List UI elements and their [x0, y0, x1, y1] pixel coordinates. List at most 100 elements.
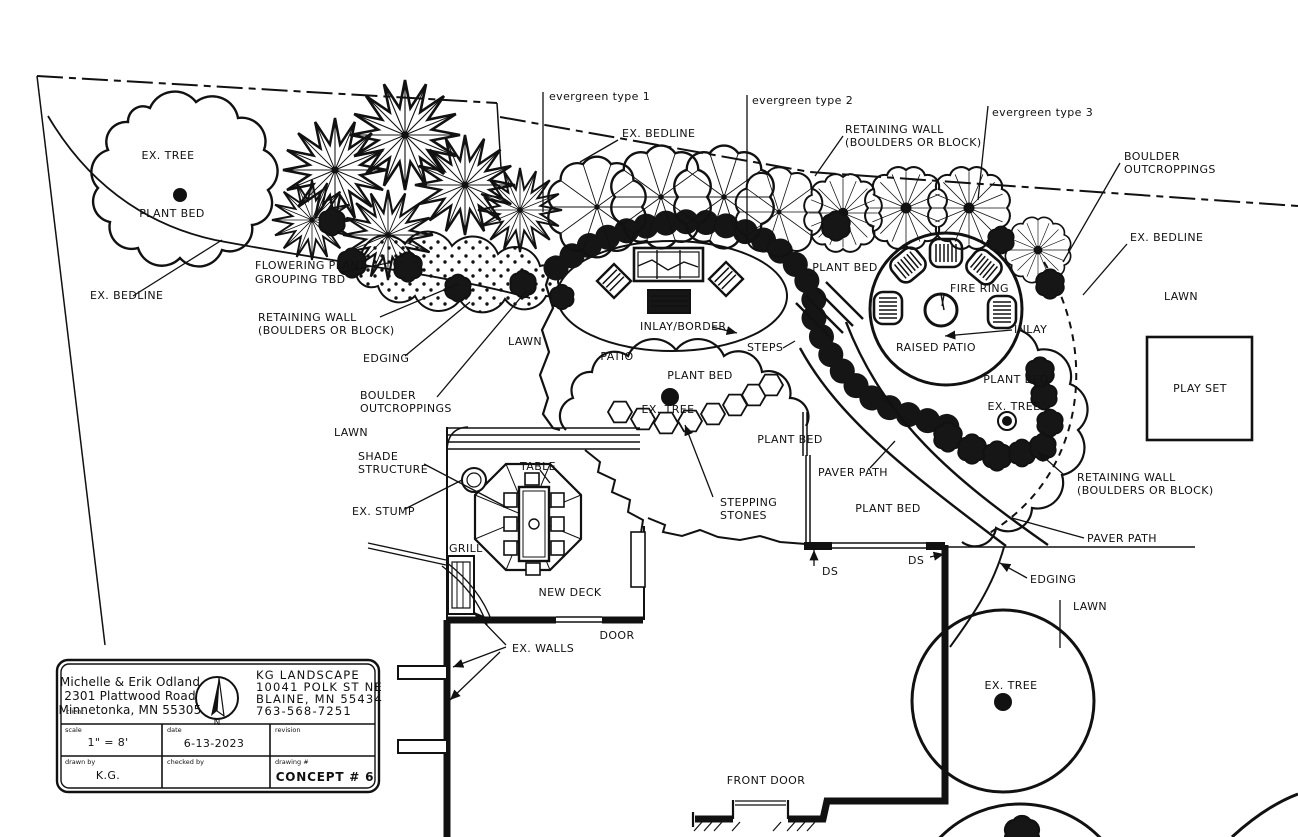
client-name: Michelle & Erik Odland — [60, 675, 200, 689]
label-retaining-wall-left-1: RETAINING WALL — [258, 311, 357, 324]
label-flowering-1: FLOWERING PLANT — [255, 259, 366, 272]
label-stepping-1: STEPPING — [720, 496, 777, 509]
client-label: client — [66, 708, 84, 716]
label-plant-bed-tl: PLANT BED — [139, 207, 205, 220]
label-ds-1: DS — [822, 565, 838, 578]
drawn-by-value: K.G. — [96, 769, 120, 782]
label-plant-bed-house: PLANT BED — [855, 502, 921, 515]
label-lawn-right: LAWN — [1164, 290, 1198, 303]
label-lawn-left: LAWN — [334, 426, 368, 439]
label-lawn-patio: LAWN — [508, 335, 542, 348]
label-inlay: INLAY — [1014, 323, 1047, 336]
edging-curve — [949, 546, 1005, 648]
label-plant-bed-ne: PLANT BED — [983, 373, 1049, 386]
drawing-label: drawing # — [275, 758, 309, 766]
label-edging-left: EDGING — [363, 352, 409, 365]
patio-bench — [632, 246, 705, 283]
label-boulder-right-1: BOULDER — [1124, 150, 1180, 163]
date-label: date — [167, 726, 182, 734]
label-shade-1: SHADE — [358, 450, 398, 463]
labels: evergreen type 1 evergreen type 2 evergr… — [90, 90, 1227, 787]
label-ds-2: DS — [908, 554, 924, 567]
label-retaining-wall-left-2: (BOULDERS OR BLOCK) — [258, 324, 395, 337]
label-ex-bedline-right: EX. BEDLINE — [1130, 231, 1203, 244]
deck-table — [503, 472, 565, 576]
paver-paths — [798, 321, 1195, 648]
right-ex-bedline-dashed — [987, 261, 1078, 535]
label-ex-bedline-top: EX. BEDLINE — [622, 127, 695, 140]
label-paver-path-2: PAVER PATH — [1087, 532, 1157, 545]
scale-value: 1" = 8' — [87, 736, 128, 749]
play-set — [1145, 335, 1254, 442]
ex-wall-stub-2 — [397, 739, 448, 754]
label-evergreen-3: evergreen type 3 — [992, 106, 1093, 119]
main-patio — [538, 240, 788, 432]
leader-lines — [132, 92, 1128, 701]
property-lines — [36, 75, 1298, 646]
center-plant-bed-cloud — [558, 338, 810, 431]
label-retaining-wall-right-2: (BOULDERS OR BLOCK) — [1077, 484, 1214, 497]
label-inlay-border: INLAY/BORDER — [640, 320, 726, 333]
label-evergreen-1: evergreen type 1 — [549, 90, 650, 103]
stepping-stones — [607, 373, 784, 435]
company-phone: 763-568-7251 — [256, 704, 352, 718]
north-compass: N — [195, 676, 239, 728]
house — [397, 412, 949, 837]
label-boulder-left-2: OUTCROPPINGS — [360, 402, 452, 415]
label-grill: GRILL — [449, 542, 483, 555]
label-shade-2: STRUCTURE — [358, 463, 428, 476]
ex-tree-bed-cloud — [90, 90, 279, 268]
patio-steps — [795, 281, 864, 341]
label-ex-tree-center: EX. TREE — [642, 403, 695, 416]
raised-patio — [795, 231, 1024, 387]
label-front-door: FRONT DOOR — [727, 774, 806, 787]
label-plant-bed-mid: PLANT BED — [757, 433, 823, 446]
label-flowering-2: GROUPING TBD — [255, 273, 346, 286]
label-retaining-wall-top-2: (BOULDERS OR BLOCK) — [845, 136, 982, 149]
label-fire-ring: FIRE RING — [950, 282, 1009, 295]
existing-trees — [173, 188, 1298, 837]
company-name: KG LANDSCAPE — [256, 668, 360, 682]
front-door-detail — [691, 800, 816, 832]
label-ex-walls: EX. WALLS — [512, 642, 574, 655]
label-retaining-wall-right-1: RETAINING WALL — [1077, 471, 1176, 484]
ex-stump — [461, 467, 487, 493]
checked-by-label: checked by — [167, 758, 204, 766]
drawing-value: CONCEPT # 6 — [276, 770, 375, 784]
date-value: 6-13-2023 — [184, 737, 245, 750]
label-door: DOOR — [599, 629, 634, 642]
company-addr2: BLAINE, MN 55434 — [256, 692, 383, 706]
client-addr2: Minnetonka, MN 55305 — [59, 703, 202, 717]
scale-label: scale — [65, 726, 82, 734]
label-ex-tree-bottom: EX. TREE — [985, 679, 1038, 692]
label-plant-bed-top: PLANT BED — [812, 261, 878, 274]
label-stepping-2: STONES — [720, 509, 767, 522]
drawn-by-label: drawn by — [65, 758, 95, 766]
deck — [367, 426, 807, 626]
label-patio: PATIO — [600, 350, 633, 363]
title-block: N client Michelle & Erik Odland 2301 Pla… — [55, 658, 383, 794]
label-boulder-left-1: BOULDER — [360, 389, 416, 402]
label-plant-bed-center: PLANT BED — [667, 369, 733, 382]
label-paver-path-1: PAVER PATH — [818, 466, 888, 479]
label-boulder-right-2: OUTCROPPINGS — [1124, 163, 1216, 176]
ex-wall-stub-1 — [397, 665, 448, 680]
label-evergreen-2: evergreen type 2 — [752, 94, 853, 107]
revision-label: revision — [275, 726, 300, 734]
label-retaining-wall-top-1: RETAINING WALL — [845, 123, 944, 136]
label-ex-tree-ne: EX. TREE — [988, 400, 1041, 413]
label-play-set: PLAY SET — [1173, 382, 1227, 395]
company-addr1: 10041 POLK ST NE — [256, 680, 383, 694]
deck-door-gap — [556, 614, 602, 626]
label-ex-bedline-left: EX. BEDLINE — [90, 289, 163, 302]
deck-bench — [630, 531, 646, 588]
label-steps: STEPS — [747, 341, 783, 354]
client-addr1: 2301 Plattwood Road — [64, 689, 196, 703]
label-lawn-se: LAWN — [1073, 600, 1107, 613]
label-new-deck: NEW DECK — [538, 586, 601, 599]
label-ex-stump: EX. STUMP — [352, 505, 415, 518]
label-ex-tree-tl: EX. TREE — [142, 149, 195, 162]
label-raised-patio: RAISED PATIO — [896, 341, 976, 354]
